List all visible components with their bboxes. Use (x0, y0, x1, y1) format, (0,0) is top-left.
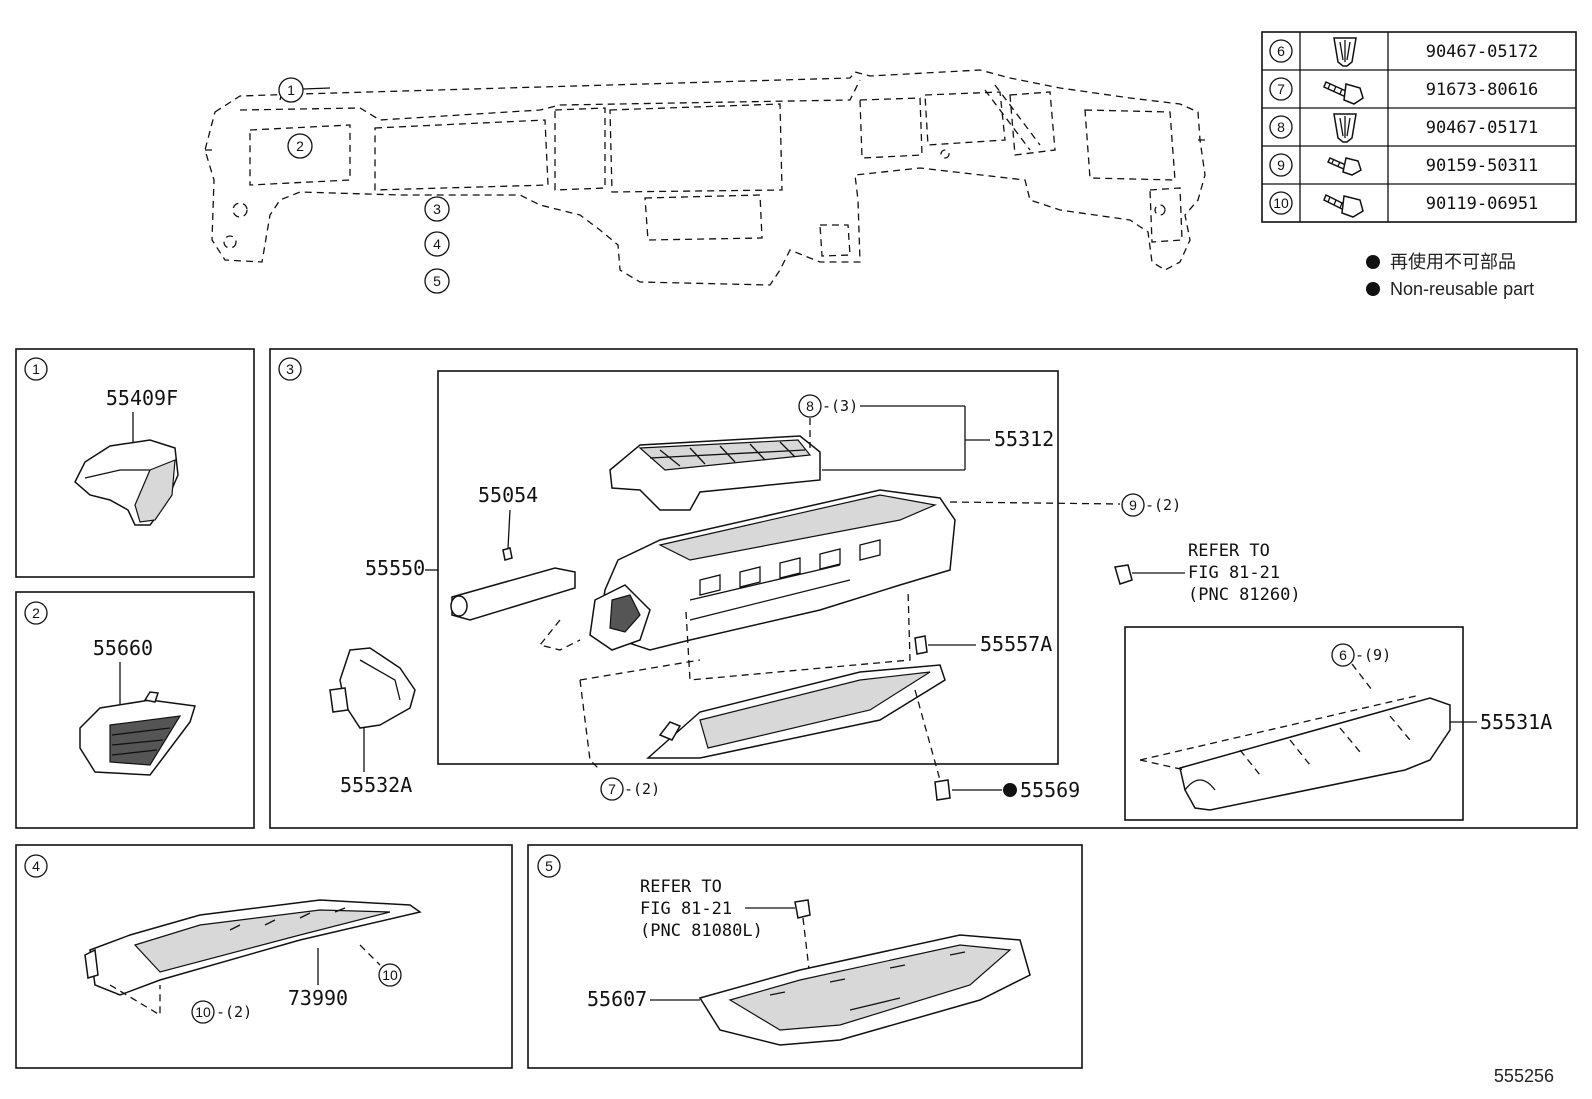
latch-55557A (914, 635, 928, 655)
side-cover-55532A (329, 647, 416, 729)
callout-9: 9 -(2) (949, 493, 1181, 517)
callout-10-left: 10 -(2) (191, 1000, 252, 1024)
overview-callout-1-label: 1 (287, 82, 295, 98)
panel-index: 3 (286, 361, 294, 377)
callout-7-quantity: -(2) (624, 780, 660, 798)
clip-icon (1333, 37, 1357, 67)
diagram-id: 555256 (1494, 1066, 1554, 1086)
part-number-55312: 55312 (994, 427, 1054, 451)
glove-box-door-panel (646, 664, 946, 759)
detail-panel-3: 3 8 -(3) 55312 55550 (269, 348, 1578, 829)
fastener-row: 8 90467-05171 (1269, 113, 1539, 143)
legend-english: Non-reusable part (1390, 279, 1534, 299)
overview-callout-4: 4 (424, 231, 450, 257)
non-reusable-bullet-icon (1003, 783, 1017, 797)
cover-part-55409F (74, 439, 179, 526)
detail-panel-2: 2 55660 (15, 591, 255, 829)
screw-icon (1326, 157, 1362, 176)
callout-7: 7 -(2) (600, 777, 660, 801)
part-number-55607: 55607 (587, 987, 647, 1011)
filter-cover-55312 (609, 435, 821, 511)
damper-55054 (450, 547, 576, 621)
reference-note-81260: REFER TO FIG 81-21 (PNC 81260) (1114, 541, 1301, 605)
fastener-part-number: 91673-80616 (1426, 80, 1539, 100)
part-number-55550: 55550 (365, 556, 425, 580)
panel-index: 4 (32, 858, 40, 874)
fastener-part-number: 90159-50311 (1426, 156, 1539, 176)
part-number-55531A: 55531A (1480, 710, 1552, 734)
bolt-icon (1323, 193, 1364, 218)
refer-line-3: (PNC 81080L) (640, 921, 763, 941)
overview-callout-2: 2 (287, 133, 313, 159)
fastener-ref: 6 (1277, 43, 1285, 59)
overview-callout-2-label: 2 (296, 138, 304, 154)
overview-callout-3: 3 (424, 196, 450, 222)
overview-callout-5: 5 (424, 268, 450, 294)
detail-panel-5: 5 REFER TO FIG 81-21 (PNC 81080L) 55607 (527, 844, 1083, 1069)
fastener-part-number: 90119-06951 (1426, 194, 1539, 214)
fastener-ref: 9 (1277, 157, 1285, 173)
stopper-55569 (914, 689, 1017, 801)
fastener-part-number: 90467-05171 (1426, 118, 1539, 138)
glove-box-housing-55550 (589, 489, 956, 651)
fastener-table: 6 90467-05172 7 91673-80616 8 (1261, 31, 1577, 223)
part-number-55409F: 55409F (106, 386, 178, 410)
fastener-row: 10 90119-06951 (1269, 191, 1539, 218)
non-reusable-bullet-icon (1366, 255, 1380, 269)
refer-line-2: FIG 81-21 (640, 899, 732, 919)
overview-callout-5-label: 5 (433, 273, 441, 289)
fastener-ref: 10 (1273, 195, 1289, 211)
part-number-55660: 55660 (93, 636, 153, 660)
lower-panel-55607 (698, 934, 1031, 1046)
callout-10-right: 10 (378, 963, 402, 987)
bolt-icon (1323, 80, 1364, 105)
callout-7-number: 7 (608, 781, 616, 797)
overview-callout-3-label: 3 (433, 201, 441, 217)
fastener-row: 9 90159-50311 (1269, 153, 1539, 177)
clip-icon (1333, 113, 1357, 143)
panel-index: 1 (32, 361, 40, 377)
dashboard-reinforcement-overview (204, 69, 1206, 286)
register-vent-55660 (79, 691, 196, 776)
lower-bracket-73990 (84, 899, 422, 996)
non-reusable-bullet-icon (1366, 282, 1380, 296)
refer-line-1: REFER TO (640, 877, 722, 897)
callout-8-quantity: -(3) (822, 397, 858, 415)
legend: 再使用不可部品 Non-reusable part (1366, 252, 1534, 299)
detail-panel-4: 4 10 -(2) 10 73990 (15, 844, 513, 1069)
callout-10-number: 10 (382, 967, 398, 983)
glove-box-door-55531A (1139, 694, 1451, 811)
callout-6-quantity: -(9) (1355, 646, 1391, 664)
fastener-part-number: 90467-05172 (1426, 42, 1539, 62)
refer-line-3: (PNC 81260) (1188, 585, 1301, 605)
fastener-row: 7 91673-80616 (1269, 77, 1539, 105)
part-number-55569: 55569 (1020, 778, 1080, 802)
legend-japanese: 再使用不可部品 (1390, 252, 1516, 272)
callout-10-number: 10 (195, 1004, 211, 1020)
part-number-55557A: 55557A (980, 632, 1052, 656)
fastener-ref: 7 (1277, 81, 1285, 97)
part-number-55532A: 55532A (340, 773, 412, 797)
callout-10-quantity: -(2) (216, 1003, 252, 1021)
fastener-row: 6 90467-05172 (1269, 37, 1539, 67)
callout-9-quantity: -(2) (1145, 496, 1181, 514)
refer-line-2: FIG 81-21 (1188, 563, 1280, 583)
fastener-ref: 8 (1277, 119, 1285, 135)
part-number-55054: 55054 (478, 483, 538, 507)
panel-index: 5 (545, 858, 553, 874)
overview-callout-4-label: 4 (433, 236, 441, 252)
callout-6: 6 -(9) (1331, 643, 1391, 691)
part-number-73990: 73990 (288, 986, 348, 1010)
callout-8: 8 -(3) (798, 394, 990, 471)
callout-9-number: 9 (1129, 497, 1137, 513)
callout-8-number: 8 (806, 398, 814, 414)
refer-line-1: REFER TO (1188, 541, 1270, 561)
overview-callout-1: 1 (278, 77, 331, 103)
detail-panel-1: 1 55409F (15, 348, 255, 578)
panel-index: 2 (32, 605, 40, 621)
callout-6-number: 6 (1339, 647, 1347, 663)
